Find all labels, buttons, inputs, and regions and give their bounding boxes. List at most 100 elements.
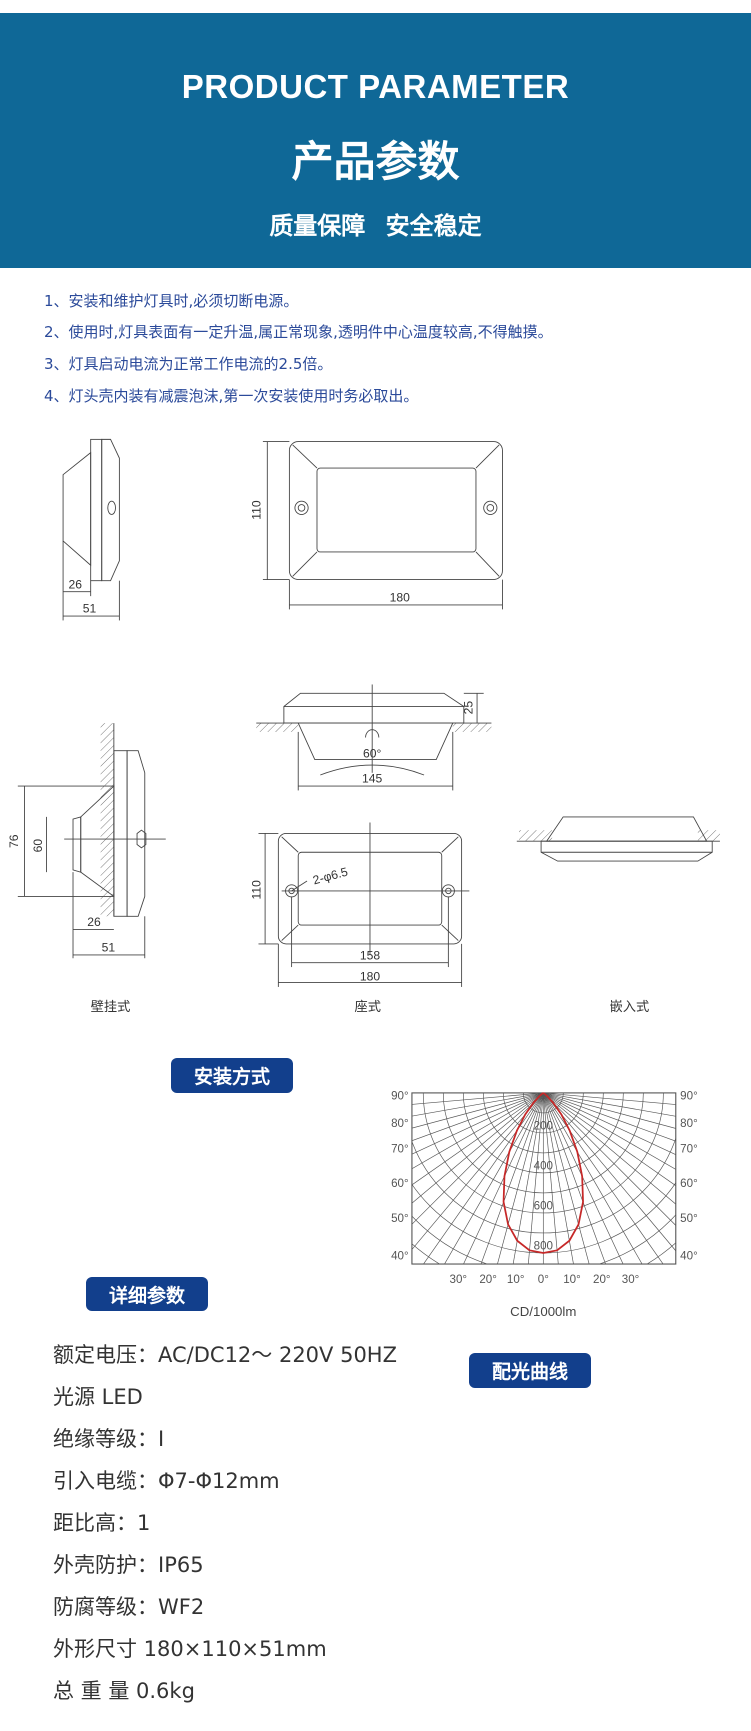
radial-value-label: 200 xyxy=(534,1121,553,1133)
left-angle-label: 60° xyxy=(391,1178,409,1190)
header-title-en: PRODUCT PARAMETER xyxy=(181,68,570,105)
grid-spoke xyxy=(444,1092,544,1265)
dim-label: 76 xyxy=(7,834,21,848)
grid-spoke xyxy=(543,1092,676,1142)
right-angle-label: 40° xyxy=(680,1251,698,1263)
front-view-drawing: 110 180 xyxy=(250,441,503,610)
grid-spoke xyxy=(423,1092,544,1265)
dim-label: 145 xyxy=(362,772,382,786)
header-banner: PRODUCT PARAMETER 产品参数 质量保障 安全稳定 xyxy=(0,13,751,268)
bottom-angle-label: 10° xyxy=(563,1274,581,1286)
dim-label: 26 xyxy=(87,915,101,929)
param-item: 外壳防护：IP65 xyxy=(53,1553,204,1577)
embedded-drawing xyxy=(516,816,720,862)
grid-spoke xyxy=(463,1092,544,1265)
dim-label: 51 xyxy=(83,602,97,616)
note-item: 2、使用时,灯具表面有一定升温,属正常现象,透明件中心温度较高,不得触摸。 xyxy=(44,323,553,341)
side-view-drawing: 26 51 xyxy=(62,438,120,621)
dim-label: 60° xyxy=(363,746,381,760)
left-angle-label: 80° xyxy=(391,1118,409,1130)
badge-light-curve: 配光曲线 xyxy=(469,1353,591,1388)
note-item: 1、安装和维护灯具时,必须切断电源。 xyxy=(44,292,299,310)
dim-label: 180 xyxy=(360,969,380,983)
grid-spoke xyxy=(480,1092,544,1265)
grid-spoke xyxy=(543,1092,676,1105)
right-angle-label: 80° xyxy=(680,1118,698,1130)
param-item: 总 重 量 0.6kg xyxy=(53,1679,195,1703)
grid-spoke xyxy=(411,1092,544,1250)
grid-spoke xyxy=(411,1092,544,1117)
radial-value-label: 600 xyxy=(534,1201,553,1213)
param-item: 额定电压：AC/DC12～ 220V 50HZ xyxy=(53,1343,397,1367)
right-angle-label: 70° xyxy=(680,1144,698,1156)
note-item: 4、灯头壳内装有减震泡沫,第一次安装使用时务必取出。 xyxy=(44,387,419,405)
grid-spoke xyxy=(497,1092,544,1265)
radial-value-label: 400 xyxy=(534,1161,553,1173)
grid-spoke xyxy=(543,1092,624,1265)
header-subtitle: 质量保障 安全稳定 xyxy=(269,212,482,240)
grid-spoke xyxy=(543,1092,676,1226)
right-angle-label: 60° xyxy=(680,1178,698,1190)
param-item: 引入电缆：Φ7-Φ12mm xyxy=(53,1469,280,1493)
caption-wall-mount: 壁挂式 xyxy=(91,999,131,1014)
dim-label: 25 xyxy=(462,701,476,715)
badge-details: 详细参数 xyxy=(86,1277,208,1311)
right-angle-label: 90° xyxy=(680,1091,698,1103)
unit-label: CD/1000lm xyxy=(510,1304,576,1319)
note-item: 3、灯具启动电流为正常工作电流的2.5倍。 xyxy=(44,355,333,373)
caption-embedded: 嵌入式 xyxy=(610,999,650,1014)
seat-side-drawing: 60° 145 25 xyxy=(256,684,492,791)
grid-spoke xyxy=(543,1092,676,1187)
header-title-cn: 产品参数 xyxy=(291,137,460,186)
left-angle-label: 70° xyxy=(391,1144,409,1156)
param-item: 光源 LED xyxy=(53,1385,143,1409)
grid-spoke xyxy=(411,1092,544,1225)
dim-label: 158 xyxy=(360,948,380,962)
left-angle-label: 40° xyxy=(391,1251,409,1263)
grid-spoke xyxy=(543,1092,676,1205)
param-item: 距比高：1 xyxy=(53,1511,151,1535)
grid-spoke xyxy=(411,1092,544,1186)
caption-seat-mount: 座式 xyxy=(355,999,381,1014)
param-item: 绝缘等级：I xyxy=(53,1427,165,1451)
grid-spoke xyxy=(542,1092,606,1265)
grid-spoke xyxy=(543,1092,676,1170)
bottom-angle-label: 20° xyxy=(593,1274,611,1286)
left-angle-label: 50° xyxy=(391,1213,409,1225)
grid-spoke xyxy=(527,1092,544,1265)
grid-spoke xyxy=(542,1092,590,1265)
grid-spoke xyxy=(411,1092,544,1170)
bottom-angle-label: 20° xyxy=(479,1274,497,1286)
dim-label: 110 xyxy=(250,500,264,520)
wall-mount-drawing: 76 60 26 51 xyxy=(7,723,166,959)
grid-spoke xyxy=(512,1092,544,1265)
grid-spoke xyxy=(542,1092,574,1265)
param-item: 外形尺寸 180×110×51mm xyxy=(53,1637,327,1661)
grid-spoke xyxy=(543,1092,643,1265)
grid-spoke xyxy=(543,1092,676,1252)
grid-spoke xyxy=(543,1092,676,1156)
bottom-angle-label: 30° xyxy=(622,1274,640,1286)
dim-label: 60 xyxy=(31,839,45,853)
grid-spoke xyxy=(542,1092,559,1265)
grid-spoke xyxy=(411,1092,544,1142)
right-angle-label: 50° xyxy=(680,1213,698,1225)
grid-spoke xyxy=(543,1092,664,1265)
grid-spoke xyxy=(411,1092,544,1105)
bottom-angle-label: 30° xyxy=(450,1274,468,1286)
dim-label: 180 xyxy=(390,591,410,605)
chart-grid xyxy=(411,1092,676,1265)
grid-spoke xyxy=(543,1092,676,1129)
grid-spoke xyxy=(411,1092,544,1129)
param-item: 防腐等级：WF2 xyxy=(53,1595,205,1619)
chart-curve xyxy=(502,1092,584,1254)
seat-front-drawing: 2-φ6.5 110 158 180 xyxy=(250,822,470,987)
bottom-angle-label: 10° xyxy=(507,1274,525,1286)
left-angle-label: 90° xyxy=(391,1091,409,1103)
dim-label: 51 xyxy=(102,941,116,955)
badge-install-method: 安装方式 xyxy=(171,1058,293,1093)
dim-label: 110 xyxy=(250,880,264,900)
